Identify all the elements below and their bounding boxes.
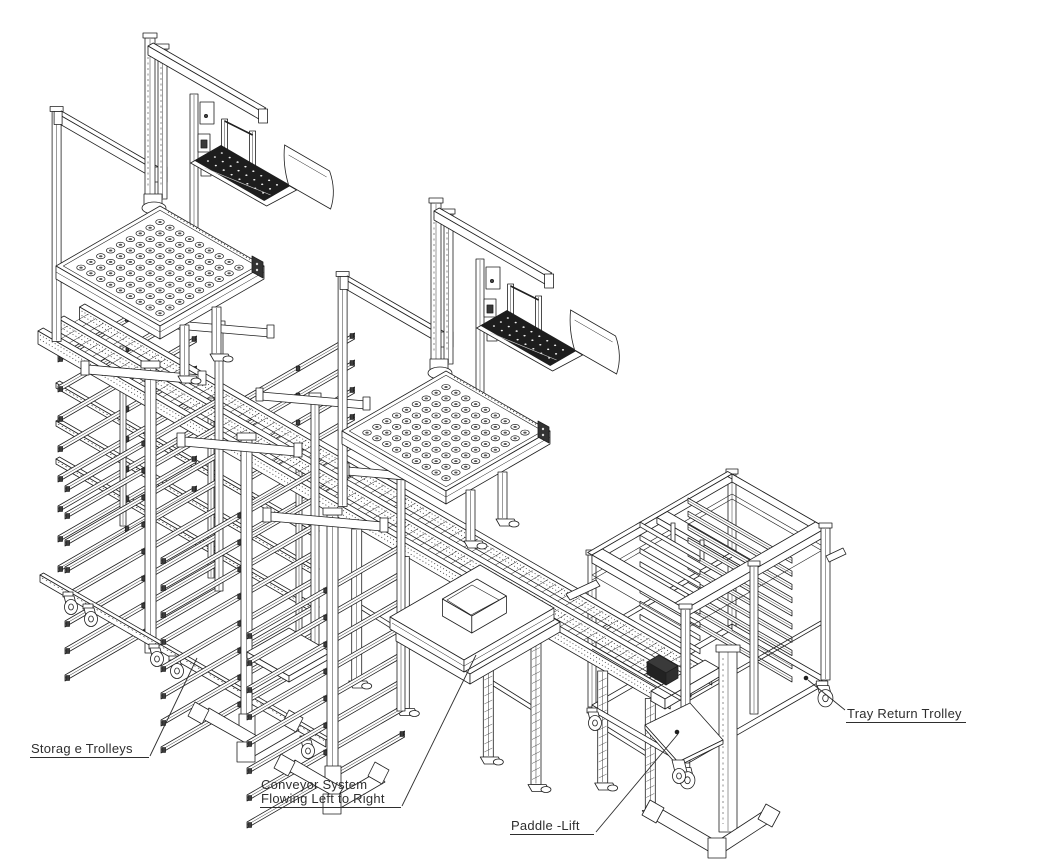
tray-return-trolley-label: Tray Return Trolley bbox=[847, 706, 962, 721]
storage-leader-line bbox=[149, 657, 198, 757]
annotations: Storag e Trolleys Conveyor System Flowin… bbox=[30, 654, 966, 835]
conveyor-label-line2: Flowing Left to Right bbox=[261, 791, 385, 806]
storage-trolleys-label: Storag e Trolleys bbox=[31, 741, 133, 756]
tray-leader-line bbox=[807, 679, 846, 711]
storage-trolleys bbox=[39, 315, 457, 829]
paddle-leader-line bbox=[595, 733, 679, 833]
tray-leader-dot bbox=[803, 675, 809, 681]
workstation-2 bbox=[335, 197, 620, 550]
workstation-1 bbox=[49, 32, 334, 385]
conveyor-leader-line bbox=[401, 654, 477, 807]
conveyor-label-line1: Conveyor System bbox=[261, 777, 367, 792]
tray-stack-on-conveyor bbox=[389, 564, 561, 685]
paddle-lift bbox=[641, 644, 781, 859]
paddle-lift-label: Paddle -Lift bbox=[511, 818, 580, 833]
paddle-leader-dot bbox=[674, 729, 680, 735]
